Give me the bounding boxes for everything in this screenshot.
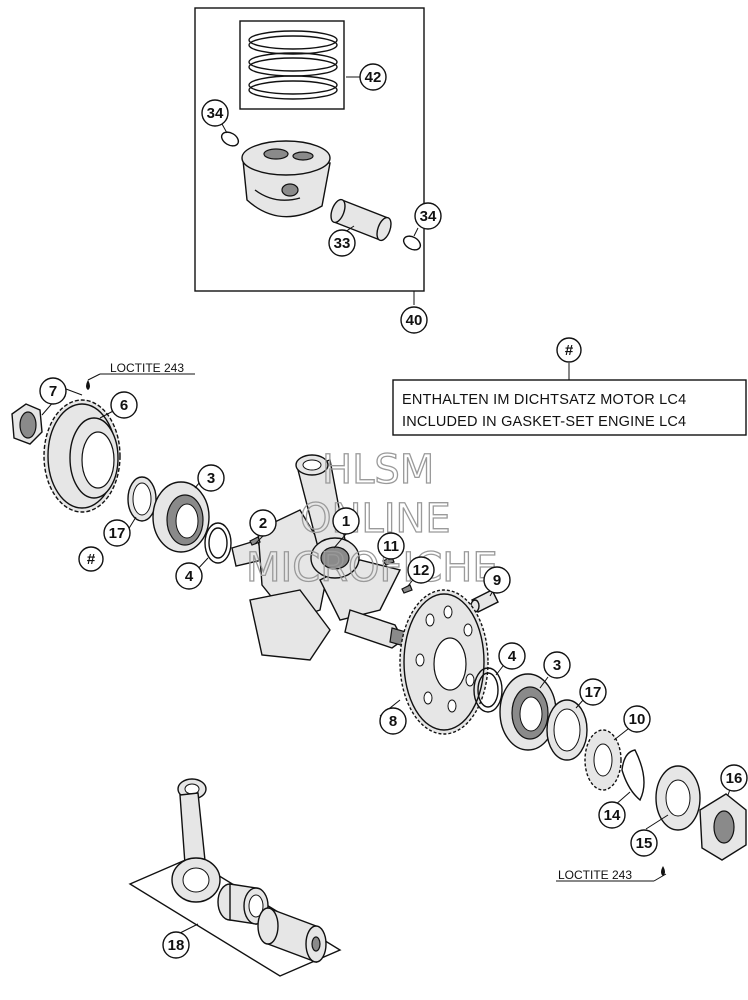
- piston-kit-frame: [194, 7, 425, 292]
- shim-left: [204, 522, 232, 564]
- svg-text:7: 7: [49, 383, 57, 400]
- svg-text:12: 12: [413, 562, 430, 579]
- svg-text:40: 40: [406, 312, 423, 329]
- callout-18: 18: [162, 931, 190, 959]
- callout-42: 42: [359, 63, 387, 91]
- callout-16: 16: [720, 764, 748, 792]
- connecting-rod: [171, 778, 221, 903]
- callout-3: 3: [543, 651, 571, 679]
- callout-3: 3: [197, 464, 225, 492]
- svg-text:34: 34: [207, 105, 224, 122]
- callout-4: 4: [175, 562, 203, 590]
- svg-text:#: #: [87, 551, 96, 568]
- piston-ring-frame: [239, 20, 345, 110]
- svg-text:4: 4: [508, 648, 517, 665]
- gear-right: [399, 589, 489, 735]
- callout-12: 12: [407, 556, 435, 584]
- svg-text:33: 33: [334, 235, 351, 252]
- gasket-note-line2: INCLUDED IN GASKET-SET ENGINE LC4: [402, 414, 686, 430]
- callout-1: 1: [332, 507, 360, 535]
- circlip-upper: [220, 131, 240, 147]
- gear-left: [43, 399, 121, 513]
- woodruff-key-right-b: [401, 584, 413, 594]
- piston-pin: [330, 198, 392, 242]
- svg-text:3: 3: [553, 657, 561, 674]
- svg-text:18: 18: [168, 937, 185, 954]
- loctite-note-top: LOCTITE 243: [110, 361, 184, 375]
- woodruff-key-left: [249, 536, 261, 546]
- loctite-drop-icon: [661, 866, 665, 876]
- svg-text:34: 34: [420, 208, 437, 225]
- seal-ring-right: [546, 699, 588, 761]
- callout-2: 2: [249, 509, 277, 537]
- callout-hash: #: [556, 337, 582, 363]
- svg-text:10: 10: [629, 711, 646, 728]
- svg-text:8: 8: [389, 713, 397, 730]
- svg-text:14: 14: [604, 807, 621, 824]
- svg-text:17: 17: [109, 525, 126, 542]
- callout-4: 4: [498, 642, 526, 670]
- watermark-line2: ONLINE: [300, 496, 451, 542]
- piston: [241, 140, 331, 218]
- svg-text:11: 11: [383, 538, 399, 555]
- callout-33: 33: [328, 229, 356, 257]
- callout-17: 17: [103, 519, 131, 547]
- callout-14: 14: [598, 801, 626, 829]
- svg-text:4: 4: [185, 568, 194, 585]
- callout-11: 11: [377, 532, 405, 560]
- callout-40: 40: [400, 306, 428, 334]
- callout-17: 17: [579, 678, 607, 706]
- watermark-line1: HLSM: [322, 447, 434, 493]
- nut-right: [699, 793, 747, 861]
- svg-text:1: 1: [342, 513, 350, 530]
- callout-hash: #: [78, 546, 104, 572]
- bearing-right: [499, 673, 557, 751]
- crankshaft: [231, 454, 407, 661]
- sprocket-right: [584, 729, 622, 791]
- loctite-note-bottom: LOCTITE 243: [558, 868, 632, 882]
- svg-text:2: 2: [259, 515, 267, 532]
- callout-34: 34: [201, 99, 229, 127]
- conrod-kit-frame: [128, 857, 342, 977]
- crank-pin: [257, 906, 327, 964]
- washer-right: [655, 765, 701, 831]
- svg-text:#: #: [565, 342, 574, 359]
- callout-8: 8: [379, 707, 407, 735]
- svg-text:3: 3: [207, 470, 215, 487]
- loctite-drop-icon: [86, 380, 90, 390]
- callout-9: 9: [483, 566, 511, 594]
- callout-15: 15: [630, 829, 658, 857]
- svg-text:9: 9: [493, 572, 501, 589]
- callout-34: 34: [414, 202, 442, 230]
- circlip-lower: [402, 235, 422, 251]
- svg-text:6: 6: [120, 397, 128, 414]
- callout-6: 6: [110, 391, 138, 419]
- svg-text:15: 15: [636, 835, 653, 852]
- shim-right: [473, 667, 503, 713]
- callout-10: 10: [623, 705, 651, 733]
- svg-text:17: 17: [585, 684, 602, 701]
- svg-text:42: 42: [365, 69, 382, 86]
- svg-text:16: 16: [726, 770, 743, 787]
- nut-left: [11, 403, 43, 445]
- gasket-note-line1: ENTHALTEN IM DICHTSATZ MOTOR LC4: [402, 392, 686, 408]
- piston-rings: [248, 30, 338, 100]
- circlip-right: [621, 749, 645, 802]
- bearing-left: [152, 481, 210, 553]
- callout-7: 7: [39, 377, 67, 405]
- watermark-line3: MICROFICHE: [246, 545, 498, 591]
